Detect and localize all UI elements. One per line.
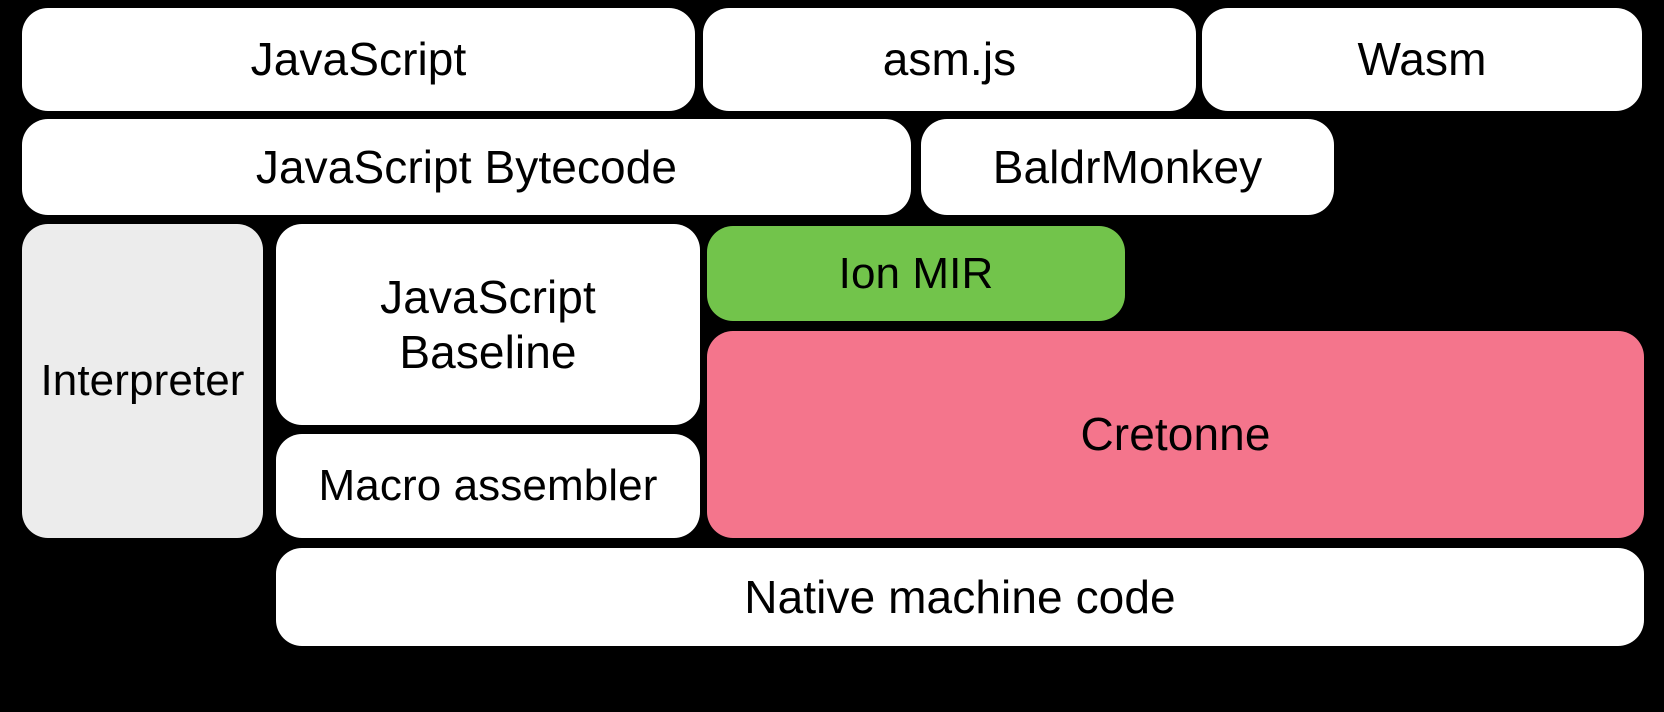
node-label-javascript-bytecode: JavaScript Bytecode [255,140,678,193]
node-javascript-baseline: JavaScript Baseline [276,224,700,425]
node-label-native-machine-code: Native machine code [744,570,1176,623]
node-javascript-bytecode: JavaScript Bytecode [22,119,911,215]
node-label-interpreter: Interpreter [40,356,245,406]
node-label-wasm: Wasm [1357,33,1487,86]
node-javascript: JavaScript [22,8,695,111]
node-label-cretonne: Cretonne [1080,408,1271,461]
node-label-asmjs: asm.js [882,33,1017,86]
node-label-ion-mir: Ion MIR [838,248,994,298]
node-label-macro-assembler: Macro assembler [318,461,658,511]
node-wasm: Wasm [1202,8,1642,111]
node-label-javascript-baseline: JavaScript Baseline [380,271,596,378]
node-macro-assembler: Macro assembler [276,434,700,538]
node-cretonne: Cretonne [707,331,1644,538]
node-label-javascript: JavaScript [250,33,467,86]
node-baldrmonkey: BaldrMonkey [921,119,1334,215]
node-interpreter: Interpreter [22,224,263,538]
node-label-baldrmonkey: BaldrMonkey [992,140,1263,193]
node-ion-mir: Ion MIR [707,226,1125,321]
node-asmjs: asm.js [703,8,1196,111]
node-native-machine-code: Native machine code [276,548,1644,646]
